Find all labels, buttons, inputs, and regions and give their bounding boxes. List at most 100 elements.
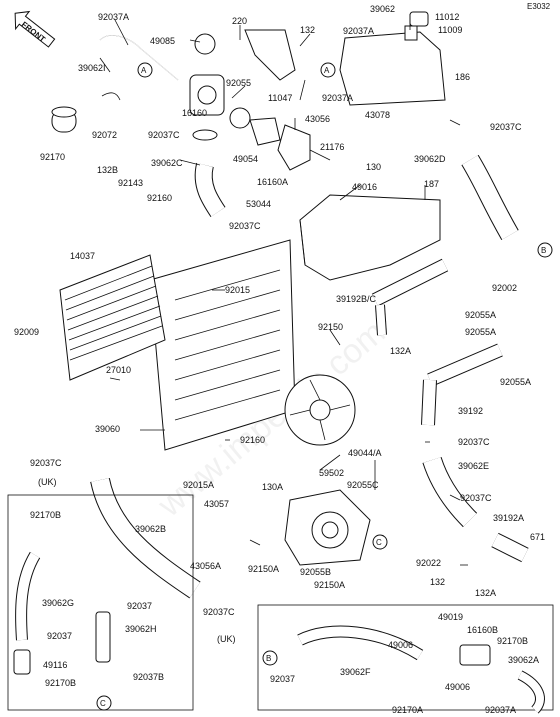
clamp <box>192 129 218 141</box>
part-label: 92055A <box>500 377 531 387</box>
part-label: 14037 <box>70 251 95 261</box>
part-label: 43078 <box>365 110 390 120</box>
part-label: 92037B <box>133 672 164 682</box>
part-label: 92170A <box>392 705 423 715</box>
part-label: 43056 <box>305 114 330 124</box>
uk-box-left <box>7 494 194 711</box>
part-label: 92170B <box>497 636 528 646</box>
screen-mesh <box>64 265 163 361</box>
callout-b-2: B <box>262 650 278 666</box>
part-label: 187 <box>424 179 439 189</box>
part-label: 92150 <box>318 322 343 332</box>
part-label: 39062E <box>458 461 489 471</box>
part-label: 92150A <box>248 564 279 574</box>
part-label: 92055A <box>465 310 496 320</box>
svg-text:B: B <box>266 654 271 663</box>
part-label: 92170B <box>45 678 76 688</box>
thermostat <box>249 117 281 146</box>
part-label: 92037C <box>229 221 261 231</box>
part-label: 27010 <box>106 365 131 375</box>
part-label: 49085 <box>150 36 175 46</box>
part-label: 132 <box>430 577 445 587</box>
callout-c-1: C <box>372 534 388 550</box>
uk-box-right <box>257 604 554 711</box>
part-label: 92037 <box>270 674 295 684</box>
part-label: 39192B/C <box>336 294 377 304</box>
svg-text:B: B <box>541 246 546 255</box>
part-label: 53044 <box>246 199 271 209</box>
part-label: 130A <box>262 482 283 492</box>
part-label: 92143 <box>118 178 143 188</box>
part-label: 92037C <box>490 122 522 132</box>
part-label: 49054 <box>233 154 258 164</box>
part-label: 92037A <box>322 93 353 103</box>
part-label: 92160 <box>147 193 172 203</box>
part-label: 132 <box>300 25 315 35</box>
part-label: 92037A <box>343 26 374 36</box>
callout-c-2: C <box>96 695 112 711</box>
part-label: 49019 <box>438 612 463 622</box>
radiator-screen <box>59 254 166 381</box>
part-label: (UK) <box>217 634 236 644</box>
part-label: 92037A <box>98 12 129 22</box>
part-label: 49116 <box>43 660 67 670</box>
part-label: 92055A <box>465 327 496 337</box>
part-label: 92037 <box>127 601 152 611</box>
part-label: 92009 <box>14 327 39 337</box>
part-label: 92037A <box>485 705 516 715</box>
part-labels: 92037A 220 132 39062 11012 11009 92037A … <box>14 4 545 715</box>
reservoir-tank <box>339 31 446 106</box>
part-label: 39192A <box>493 513 524 523</box>
part-label: 671 <box>530 532 545 542</box>
part-label: 220 <box>232 16 247 26</box>
svg-text:C: C <box>100 699 106 708</box>
part-label: 39062A <box>508 655 539 665</box>
part-label: 11012 <box>435 12 459 22</box>
part-label: 49044/A <box>348 448 382 458</box>
part-label: 92037C <box>458 437 490 447</box>
front-arrow-icon <box>14 10 56 48</box>
part-label: 16160 <box>182 108 207 118</box>
leader-lines <box>99 14 468 566</box>
part-label: 92037C <box>203 607 235 617</box>
svg-text:A: A <box>324 66 330 75</box>
svg-text:A: A <box>141 66 147 75</box>
part-label: 39062 <box>370 4 395 14</box>
part-label: 59502 <box>319 468 344 478</box>
callout-a-1: A <box>137 62 153 78</box>
part-label: 39062G <box>42 598 74 608</box>
thermostat-housing <box>277 124 311 171</box>
callout-a-2: A <box>320 62 336 78</box>
part-label: 92015A <box>183 480 214 490</box>
part-label: 132A <box>475 588 496 598</box>
part-label: 92072 <box>92 130 117 140</box>
part-label: 92015 <box>225 285 250 295</box>
radiator-cap <box>194 33 216 55</box>
diagram-code: E3032 <box>527 2 551 11</box>
part-label: 92055B <box>300 567 331 577</box>
part-label: 39062C <box>151 158 183 168</box>
part-label: 92160 <box>240 435 265 445</box>
region-label-uk: (UK) <box>38 477 57 487</box>
callout-b-1: B <box>537 242 553 258</box>
part-label: 16160A <box>257 177 288 187</box>
part-label: 92055 <box>226 78 251 88</box>
part-label: 16160B <box>467 625 498 635</box>
part-label: 92037C <box>30 458 62 468</box>
part-label: 39062B <box>135 524 166 534</box>
part-label: 92037C <box>460 493 492 503</box>
part-label: 132B <box>97 165 118 175</box>
part-label: 49006 <box>388 640 413 650</box>
part-label: 92170B <box>30 510 61 520</box>
part-label: 49006 <box>445 682 470 692</box>
hose-small <box>95 611 111 663</box>
radiator-fins <box>174 269 281 421</box>
part-label: 39192 <box>458 406 483 416</box>
shroud <box>299 194 441 281</box>
valve <box>13 649 31 675</box>
part-label: 92037C <box>148 130 180 140</box>
o-ring <box>229 107 251 129</box>
part-label: 39062I <box>78 63 106 73</box>
part-label: 92055C <box>347 480 379 490</box>
